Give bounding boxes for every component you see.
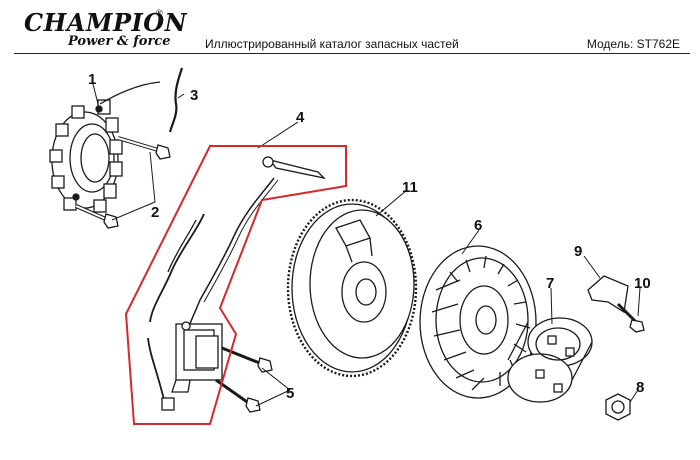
- part-wire[interactable]: [168, 67, 184, 133]
- callout-2: 2: [151, 204, 159, 221]
- leader-lines: [92, 83, 641, 407]
- model-label: Модель: ST762E: [586, 37, 680, 51]
- part-ignition-coil-assembly[interactable]: [147, 156, 326, 411]
- header: CHAMPION ® Power & force Иллюстрированны…: [0, 0, 700, 56]
- callout-6: 6: [474, 217, 482, 234]
- callout-1: 1: [88, 71, 96, 88]
- header-divider: [14, 53, 690, 54]
- callout-10: 10: [634, 275, 651, 292]
- part-bolt-upper[interactable]: [117, 136, 171, 160]
- group-outline-ignition: [124, 145, 347, 425]
- part-flywheel-nut[interactable]: [605, 393, 631, 421]
- registered-mark: ®: [156, 8, 163, 18]
- part-cooling-fan[interactable]: [419, 245, 537, 399]
- part-stator[interactable]: [49, 81, 161, 213]
- catalog-title: Иллюстрированный каталог запасных частей: [205, 37, 459, 51]
- callout-4: 4: [296, 109, 305, 126]
- callout-9: 9: [574, 243, 582, 260]
- brand-tagline: Power & force: [68, 34, 171, 49]
- callout-3: 3: [190, 87, 198, 104]
- brand-logo: CHAMPION: [24, 8, 188, 37]
- callout-11: 11: [402, 179, 418, 196]
- callout-7: 7: [546, 275, 554, 292]
- callout-8: 8: [636, 379, 644, 396]
- part-starter-cup[interactable]: [507, 317, 593, 403]
- callout-5: 5: [286, 385, 294, 402]
- part-bolt-lower[interactable]: [75, 204, 119, 229]
- part-flywheel[interactable]: [286, 198, 418, 378]
- part-bracket-screw[interactable]: [616, 302, 645, 333]
